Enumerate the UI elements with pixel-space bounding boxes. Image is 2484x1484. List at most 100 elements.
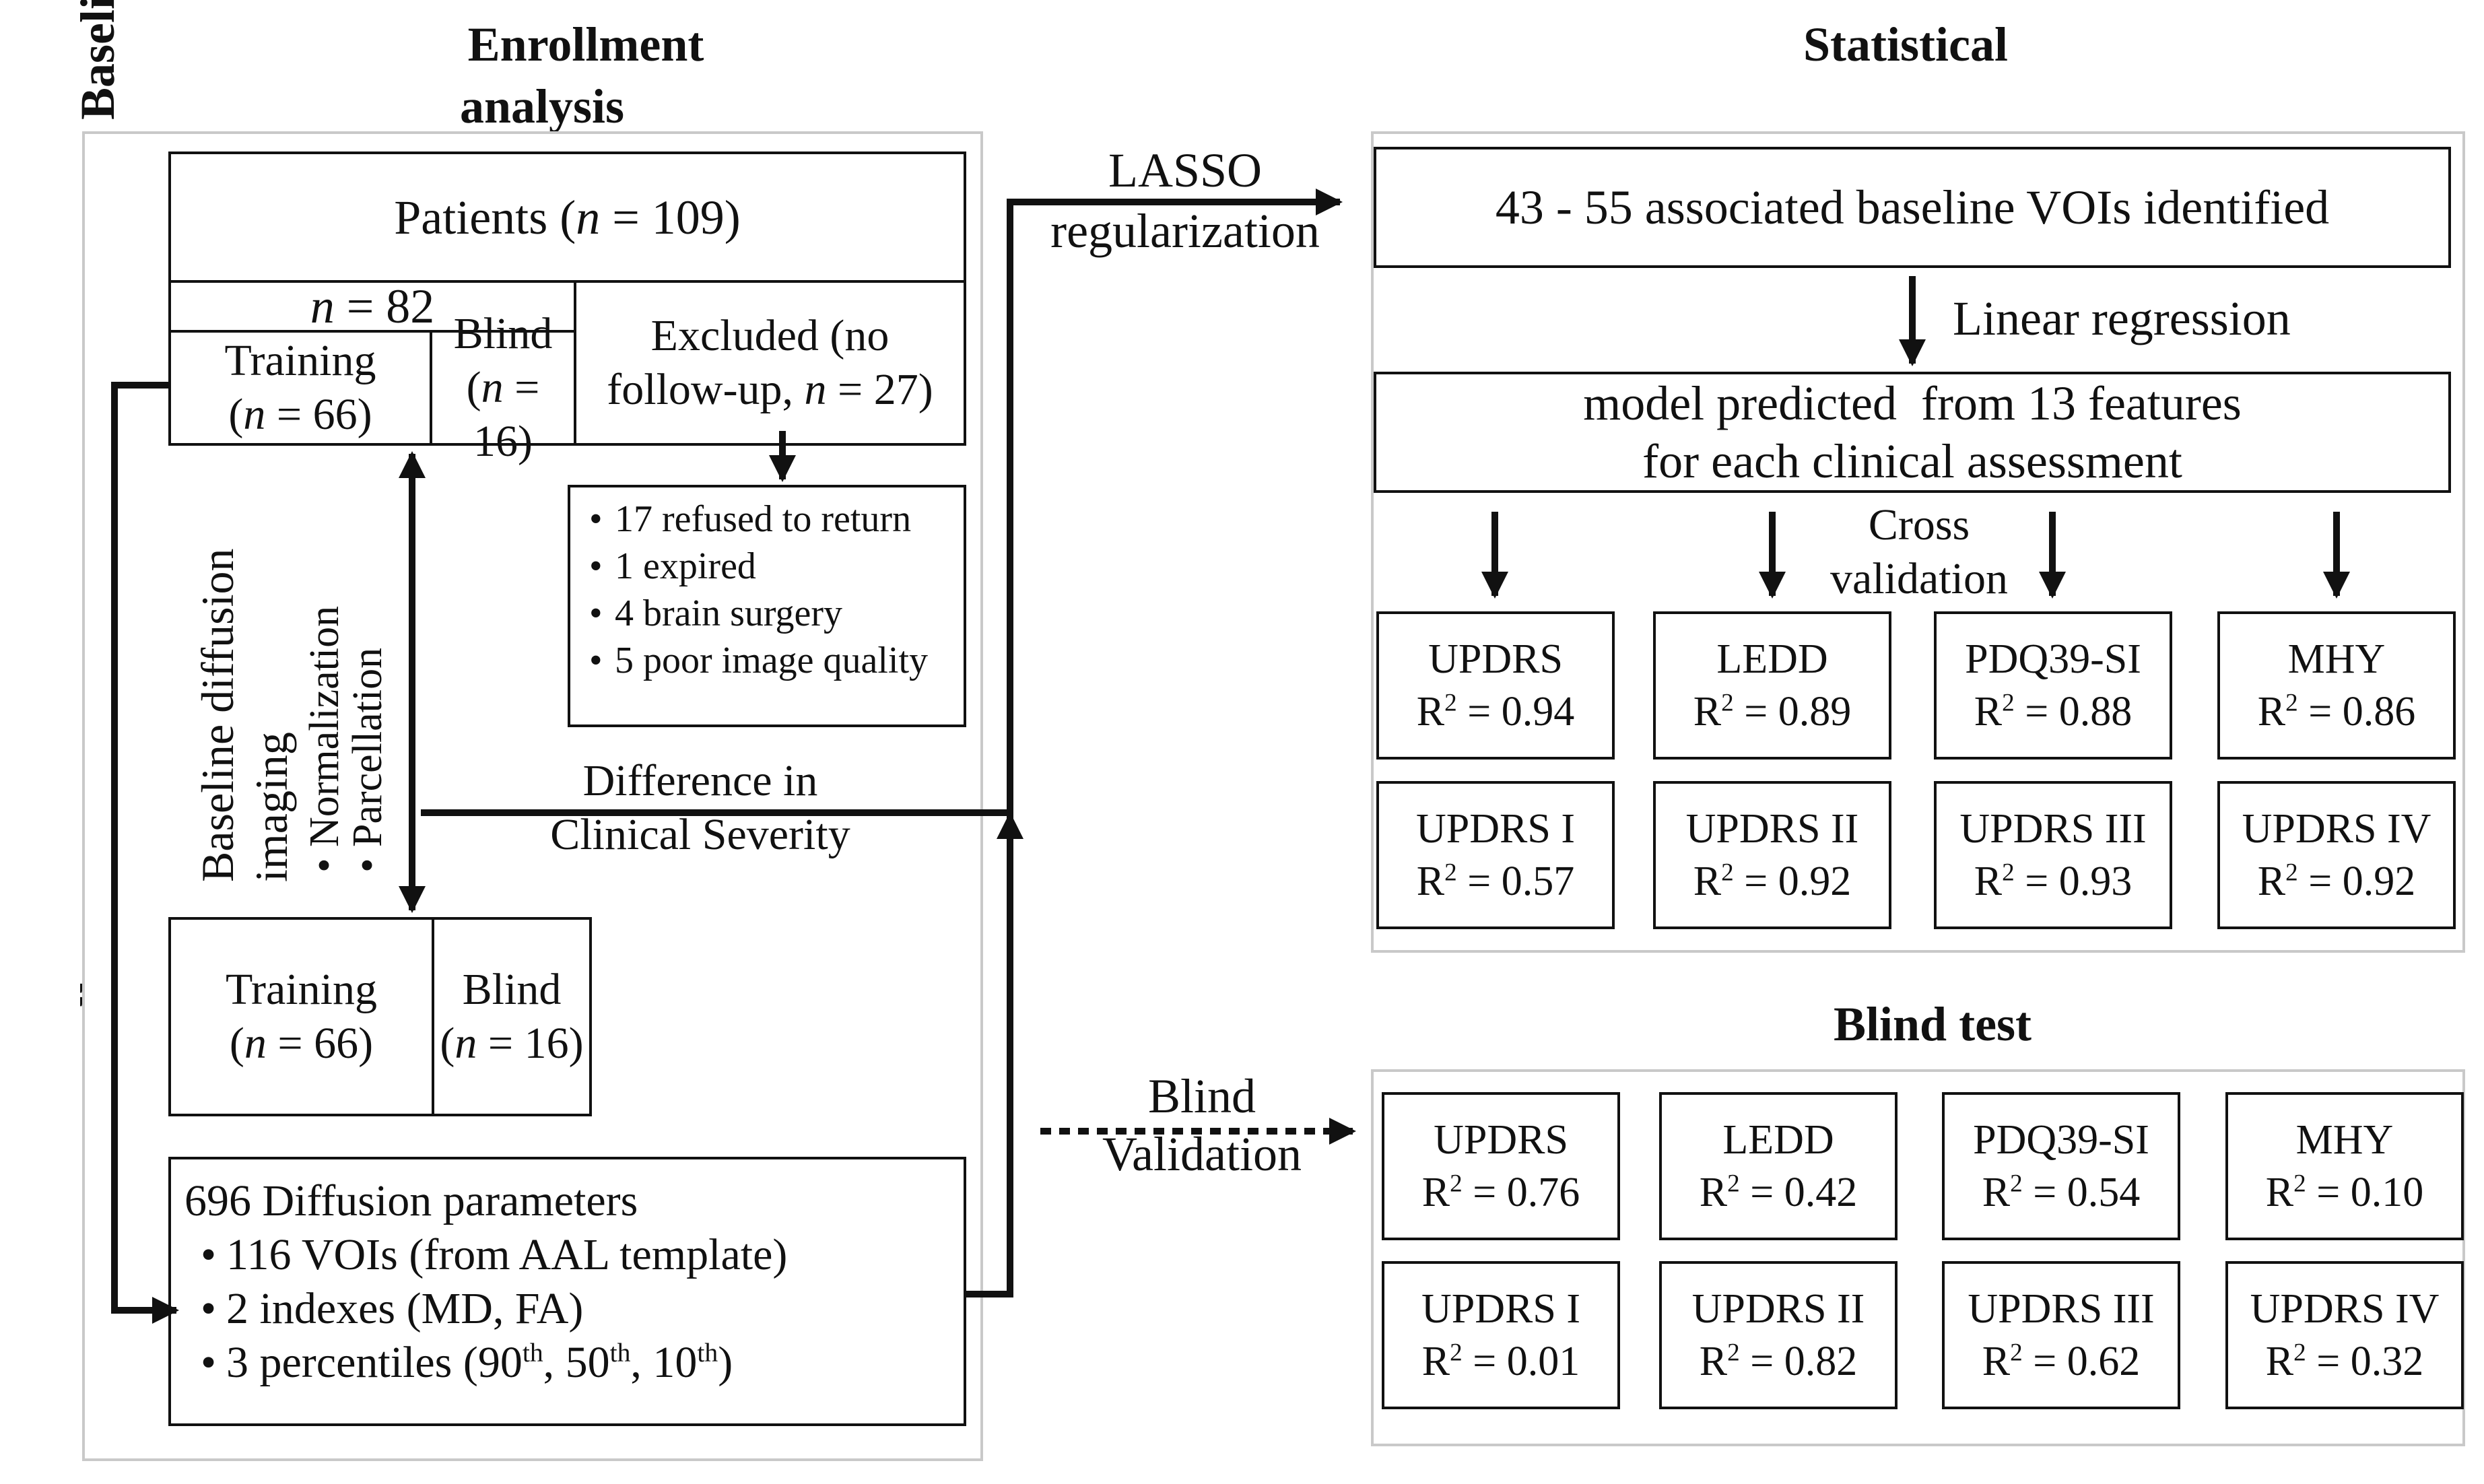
training-followup-box: Training (n = 66) [168, 917, 434, 1116]
enrollment-heading-line1: Enrollment [467, 18, 704, 71]
bt-result-name: UPDRS [1434, 1117, 1568, 1163]
blind-validation-label: Blind Validation [1050, 1067, 1353, 1183]
blind-followup-count: (n = 16) [440, 1019, 584, 1068]
cv-result-r2: R2 = 0.92 [1693, 858, 1852, 904]
blind-validation-line2: Validation [1102, 1127, 1302, 1181]
cv-result-updrs-ii: UPDRS II R2 = 0.92 [1653, 781, 1891, 929]
blind-validation-line1: Blind [1147, 1069, 1256, 1123]
bt-result-updrs-ii: UPDRS II R2 = 0.82 [1659, 1261, 1898, 1409]
exclusion-reasons-box: 17 refused to return 1 expired 4 brain s… [568, 485, 966, 727]
bt-result-r2: R2 = 0.10 [2265, 1170, 2424, 1215]
vois-identified-box: 43 - 55 associated baseline VOIs identif… [1374, 147, 2451, 268]
bt-result-name: LEDD [1722, 1117, 1834, 1163]
cv-result-name: PDQ39-SI [1965, 636, 2141, 682]
lasso-connector [1007, 189, 1343, 815]
cv-result-r2: R2 = 0.89 [1693, 689, 1852, 735]
bt-result-updrs-iii: UPDRS III R2 = 0.62 [1942, 1261, 2180, 1409]
bt-result-pdq39: PDQ39-SI R2 = 0.54 [1942, 1092, 2180, 1240]
training-baseline-count: (n = 66) [228, 390, 372, 439]
cv-result-updrs-iii: UPDRS III R2 = 0.93 [1934, 781, 2172, 929]
cv-result-updrs-iv: UPDRS IV R2 = 0.92 [2217, 781, 2456, 929]
bt-result-r2: R2 = 0.82 [1699, 1339, 1858, 1384]
statistical-heading: Statistical [1803, 18, 2008, 71]
training-loop-line [111, 382, 179, 1324]
vois-identified-label: 43 - 55 associated baseline VOIs identif… [1495, 180, 2330, 234]
exclusion-reason-item: 1 expired [589, 543, 957, 590]
bt-result-updrs-iv: UPDRS IV R2 = 0.32 [2225, 1261, 2464, 1409]
cross-validation-line1: Cross [1868, 500, 1970, 549]
bt-result-name: UPDRS III [1968, 1286, 2155, 1332]
patients-label: Patients (n = 109) [394, 190, 741, 244]
blind-followup-box: Blind (n = 16) [432, 917, 592, 1116]
cv-result-r2: R2 = 0.92 [2257, 858, 2416, 904]
training-followup-label: Training [226, 965, 377, 1014]
exclusion-reason-item: 5 poor image quality [589, 637, 957, 684]
bt-result-name: PDQ39-SI [1973, 1117, 2149, 1163]
bt-result-updrs: UPDRS R2 = 0.76 [1382, 1092, 1620, 1240]
lasso-line2: regularization [1050, 204, 1320, 258]
bt-result-r2: R2 = 0.54 [1982, 1170, 2141, 1215]
bt-result-mhy: MHY R2 = 0.10 [2225, 1092, 2464, 1240]
model-line1: model predicted from 13 features [1583, 376, 2242, 430]
difference-line2: Clinical Severity [550, 810, 850, 859]
difference-line1: Difference in [582, 756, 818, 805]
cv-result-name: UPDRS IV [2242, 806, 2431, 852]
bt-result-r2: R2 = 0.42 [1699, 1170, 1858, 1215]
cv-result-r2: R2 = 0.86 [2257, 689, 2416, 735]
blind-followup-label: Blind [462, 965, 562, 1014]
n82-label: n = 82 [310, 279, 435, 333]
model-box: model predicted from 13 features for eac… [1374, 372, 2451, 493]
cv-result-name: UPDRS III [1959, 806, 2147, 852]
excluded-line1: Excluded (no [650, 311, 889, 360]
training-baseline-label: Training [224, 336, 376, 385]
cv-result-r2: R2 = 0.94 [1416, 689, 1575, 735]
diffusion-title: 696 Diffusion parameters [184, 1176, 638, 1225]
cv-result-mhy: MHY R2 = 0.86 [2217, 611, 2456, 760]
lasso-line1: LASSO [1108, 143, 1263, 197]
cv-result-name: UPDRS [1428, 636, 1563, 682]
cv-result-name: UPDRS II [1685, 806, 1859, 852]
diffusion-item: 2 indexes (MD, FA) [201, 1282, 957, 1336]
exclusion-reason-item: 4 brain surgery [589, 590, 957, 637]
diffusion-parameters-box: 696 Diffusion parameters 116 VOIs (from … [168, 1157, 966, 1426]
bt-result-r2: R2 = 0.76 [1421, 1170, 1580, 1215]
bt-result-updrs-i: UPDRS I R2 = 0.01 [1382, 1261, 1620, 1409]
bt-result-r2: R2 = 0.01 [1421, 1339, 1580, 1384]
linear-regression-label: Linear regression [1953, 292, 2291, 345]
cv-result-r2: R2 = 0.57 [1416, 858, 1575, 904]
training-baseline-box: Training (n = 66) [168, 330, 432, 446]
difference-label: Difference in Clinical Severity [518, 754, 882, 862]
cv-result-pdq39: PDQ39-SI R2 = 0.88 [1934, 611, 2172, 760]
diffusion-items: 116 VOIs (from AAL template) 2 indexes (… [184, 1228, 957, 1390]
bt-result-name: UPDRS II [1691, 1286, 1865, 1332]
cv-result-name: UPDRS I [1415, 806, 1575, 852]
model-line2: for each clinical assessment [1642, 434, 2182, 488]
bt-result-name: MHY [2295, 1117, 2394, 1163]
cv-result-updrs-i: UPDRS I R2 = 0.57 [1376, 781, 1615, 929]
n82-box: n = 82 [168, 279, 576, 333]
diffusion-item: 116 VOIs (from AAL template) [201, 1228, 957, 1282]
lasso-label: LASSO regularization [1010, 141, 1360, 260]
training-followup-count: (n = 66) [229, 1019, 374, 1068]
bt-result-r2: R2 = 0.62 [1982, 1339, 2141, 1384]
blind-baseline-label: Blind [453, 309, 553, 358]
cv-result-r2: R2 = 0.93 [1974, 858, 2133, 904]
cv-result-name: MHY [2287, 636, 2386, 682]
blind-baseline-count: (n = 16) [466, 363, 540, 466]
excluded-box: Excluded (no follow-up, n = 27) [574, 280, 966, 446]
exclusion-reason-item: 17 refused to return [589, 496, 957, 543]
cross-validation-line2: validation [1830, 554, 2008, 603]
bt-result-name: UPDRS IV [2250, 1286, 2440, 1332]
bt-result-r2: R2 = 0.32 [2265, 1339, 2424, 1384]
blind-test-heading: Blind test [1833, 997, 2032, 1051]
diffusion-item: 3 percentiles (90th, 50th, 10th) [201, 1336, 957, 1390]
cross-validation-label: Cross validation [1784, 498, 2054, 606]
excluded-line2: follow-up, n = 27) [607, 365, 933, 414]
bt-result-ledd: LEDD R2 = 0.42 [1659, 1092, 1898, 1240]
exclusion-reasons-list: 17 refused to return 1 expired 4 brain s… [586, 496, 957, 684]
cv-result-name: LEDD [1716, 636, 1828, 682]
blind-baseline-box: Blind (n = 16) [430, 309, 576, 466]
enrollment-heading-line2: analysis [459, 79, 625, 133]
bt-result-name: UPDRS I [1421, 1286, 1580, 1332]
